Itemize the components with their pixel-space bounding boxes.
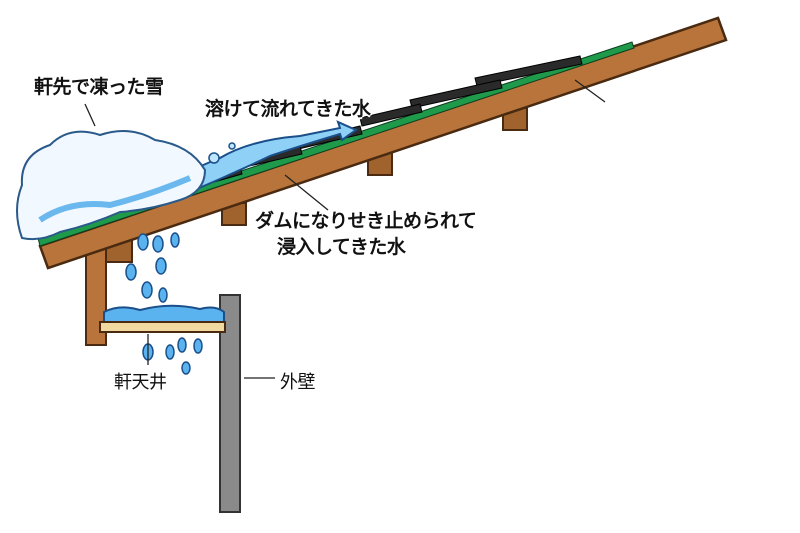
water-drops [125,232,203,375]
leader-lines [84,79,606,379]
frozen-snow-label: 軒先で凍った雪 [34,76,164,98]
soffit-board [99,321,226,333]
outer-wall-label: 外壁 [280,372,316,393]
outer-wall [219,294,241,513]
melt-water-label: 溶けて流れてきた水 [205,98,371,120]
dammed-water-label-2: 浸入してきた水 [277,236,406,258]
frozen-snow [16,130,207,241]
dammed-water-label-1: ダムになりせき止められて [255,210,477,232]
soffit-label: 軒天井 [114,372,167,393]
soffit-water [103,304,225,325]
